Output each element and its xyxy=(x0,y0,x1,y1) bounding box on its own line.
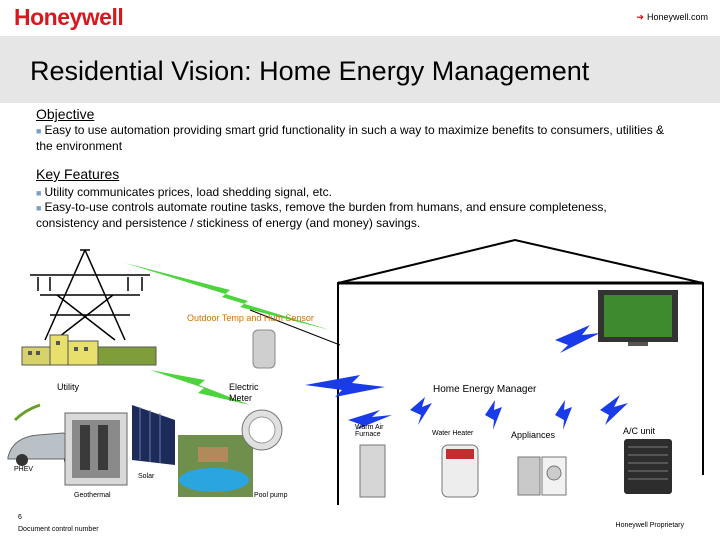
pool-pump-label: Pool pump xyxy=(254,492,287,499)
outdoor-sensor-label: Outdoor Temp and Hum Sensor xyxy=(187,312,314,324)
electric-meter-icon xyxy=(242,410,282,450)
geothermal-icon xyxy=(65,413,127,485)
key-feature-bullet-1: ■Utility communicates prices, load shedd… xyxy=(36,185,676,201)
solar-label: Solar xyxy=(138,473,154,480)
honeywell-link-label: Honeywell.com xyxy=(647,12,708,22)
appliances-icon xyxy=(518,457,566,495)
warm-air-furnace-label: Warm Air Furnace xyxy=(355,424,397,438)
utility-label: Utility xyxy=(57,382,79,393)
blue-signal-bolts xyxy=(305,325,628,430)
honeywell-logo: Honeywell xyxy=(14,4,123,31)
objective-bullet: ■Easy to use automation providing smart … xyxy=(36,123,676,154)
pool-icon xyxy=(178,435,253,497)
furnace-icon xyxy=(360,445,385,497)
power-pylon-icon xyxy=(30,250,150,340)
appliances-label: Appliances xyxy=(511,430,555,441)
water-heater-icon xyxy=(442,445,478,497)
key-feature-text-2: Easy-to-use controls automate routine ta… xyxy=(36,200,607,230)
page-number: 6 xyxy=(18,514,22,521)
honeywell-link[interactable]: ➔Honeywell.com xyxy=(636,12,708,23)
page-title: Residential Vision: Home Energy Manageme… xyxy=(30,56,589,87)
energy-diagram xyxy=(0,235,720,505)
bullet-icon: ■ xyxy=(36,126,41,136)
phev-label: PHEV xyxy=(14,466,33,473)
key-feature-text-1: Utility communicates prices, load sheddi… xyxy=(44,185,331,199)
ac-unit-label: A/C unit xyxy=(623,426,655,437)
water-heater-label: Water Heater xyxy=(432,430,473,437)
bullet-icon: ■ xyxy=(36,188,41,198)
factory-icon xyxy=(22,335,156,365)
ac-unit-icon xyxy=(624,439,672,494)
arrow-right-icon: ➔ xyxy=(636,12,644,22)
geothermal-label: Geothermal xyxy=(74,492,111,499)
objective-bullet-text: Easy to use automation providing smart g… xyxy=(36,123,664,153)
objective-heading: Objective xyxy=(36,106,94,122)
electric-meter-label: Electric Meter xyxy=(229,382,274,404)
key-features-heading: Key Features xyxy=(36,166,119,182)
document-control-number: Document control number xyxy=(18,526,99,533)
home-energy-manager-label: Home Energy Manager xyxy=(433,384,536,395)
solar-panel-icon xyxy=(132,405,175,465)
key-feature-bullet-2: ■Easy-to-use controls automate routine t… xyxy=(36,200,636,231)
proprietary-notice: Honeywell Proprietary xyxy=(616,522,684,529)
television-icon xyxy=(598,290,678,346)
bullet-icon: ■ xyxy=(36,203,41,213)
sensor-icon xyxy=(253,330,275,368)
